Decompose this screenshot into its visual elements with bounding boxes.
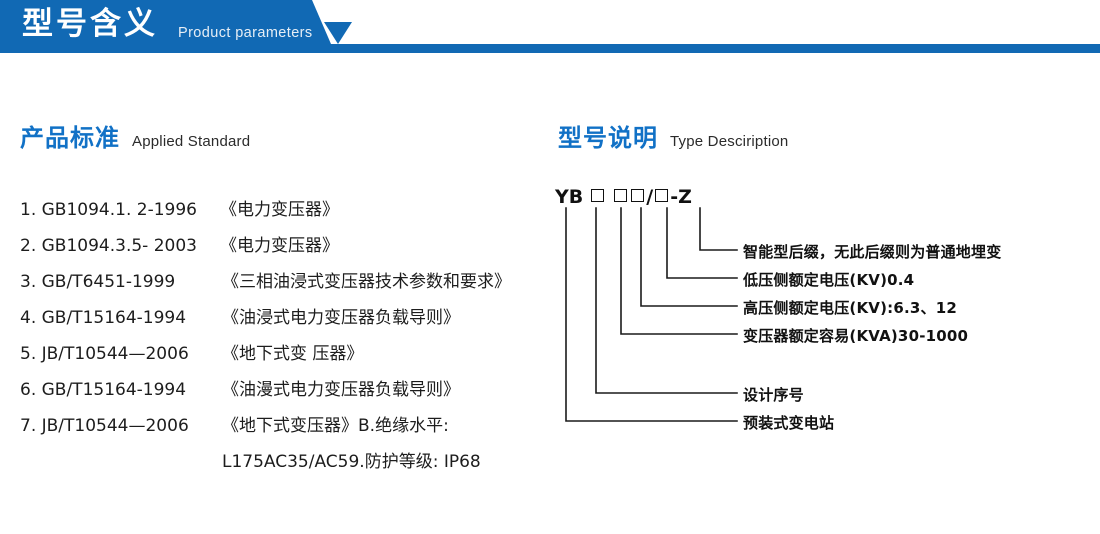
code-box-1 xyxy=(591,189,605,202)
leader-suffix xyxy=(699,207,738,251)
standard-name: 《油漫式电力变压器负载导则》 xyxy=(222,380,460,400)
applied-standard-heading-en: Applied Standard xyxy=(132,133,251,150)
standards-list: 1. GB1094.1. 2-1996 《电力变压器》 2. GB1094.3.5… xyxy=(20,192,560,480)
standard-name: 《电力变压器》 xyxy=(220,236,339,256)
page-header-banner: 型号含义 Product parameters xyxy=(0,0,1100,56)
standard-name: 《三相油浸式变压器技术参数和要求》 xyxy=(222,272,511,292)
standard-name: 《电力变压器》 xyxy=(220,200,339,220)
type-description-heading: 型号说明 Type Desciription xyxy=(558,118,788,153)
list-item: 1. GB1094.1. 2-1996 《电力变压器》 xyxy=(20,192,560,228)
standard-name: 《油浸式电力变压器负载导则》 xyxy=(222,308,460,328)
standard-code: 1. GB1094.1. 2-1996 xyxy=(20,200,197,220)
applied-standard-heading-cn: 产品标准 xyxy=(20,124,120,152)
standard-code: 5. JB/T10544—2006 xyxy=(20,344,189,364)
leader-lines xyxy=(565,207,738,422)
leader-design-serial xyxy=(595,207,738,394)
code-box-4 xyxy=(655,189,669,202)
standard-code: 6. GB/T15164-1994 xyxy=(20,380,187,400)
type-description-heading-cn: 型号说明 xyxy=(558,124,658,152)
callout-design-serial: 设计序号 xyxy=(743,386,804,404)
callout-hv-voltage: 高压侧额定电压(KV):6.3、12 xyxy=(743,299,957,317)
header-wedge xyxy=(324,22,352,44)
list-item: 7. JB/T10544—2006 《地下式变压器》B.绝缘水平: xyxy=(20,408,560,444)
standard-code: 4. GB/T15164-1994 xyxy=(20,308,187,328)
standard-continuation-line: L175AC35/AC59.防护等级: IP68 xyxy=(222,452,481,472)
header-blue-block xyxy=(0,0,331,44)
leader-lv-voltage xyxy=(666,207,738,279)
type-code-diagram: YB /-Z 智能型后缀，无此后缀则为普通地埋变 低压侧额定电压(KV)0.4 高… xyxy=(545,186,1100,436)
type-code-string: YB /-Z xyxy=(555,186,692,208)
applied-standard-heading: 产品标准 Applied Standard xyxy=(20,118,250,153)
code-box-2 xyxy=(614,189,628,202)
code-slash: / xyxy=(646,186,654,208)
standard-code: 3. GB/T6451-1999 xyxy=(20,272,176,292)
code-part-z: Z xyxy=(678,186,692,208)
header-title-en: Product parameters xyxy=(178,25,313,41)
header-bottom-rule xyxy=(0,44,1100,53)
code-part-yb: YB xyxy=(555,186,584,208)
callout-lv-voltage: 低压侧额定电压(KV)0.4 xyxy=(743,271,915,289)
callout-suffix: 智能型后缀，无此后缀则为普通地埋变 xyxy=(743,243,1002,261)
standard-code: 7. JB/T10544—2006 xyxy=(20,416,189,436)
code-box-3 xyxy=(631,189,645,202)
list-item: 2. GB1094.3.5- 2003 《电力变压器》 xyxy=(20,228,560,264)
leader-hv-voltage xyxy=(640,207,738,307)
standard-name: 《地下式变压器》B.绝缘水平: xyxy=(222,416,449,436)
code-dash: - xyxy=(670,186,679,208)
standard-name: 《地下式变 压器》 xyxy=(222,344,364,364)
callout-capacity: 变压器额定容易(KVA)30-1000 xyxy=(743,327,969,345)
leader-capacity xyxy=(620,207,738,335)
list-item: 5. JB/T10544—2006 《地下式变 压器》 xyxy=(20,336,560,372)
standard-code: 2. GB1094.3.5- 2003 xyxy=(20,236,197,256)
header-title-cn: 型号含义 xyxy=(22,6,158,42)
callout-substation: 预装式变电站 xyxy=(743,414,835,432)
list-item: 6. GB/T15164-1994 《油漫式电力变压器负载导则》 xyxy=(20,372,560,408)
list-item: 4. GB/T15164-1994 《油浸式电力变压器负载导则》 xyxy=(20,300,560,336)
list-item: 3. GB/T6451-1999 《三相油浸式变压器技术参数和要求》 xyxy=(20,264,560,300)
leader-substation xyxy=(565,207,738,422)
type-description-heading-en: Type Desciription xyxy=(670,133,789,150)
